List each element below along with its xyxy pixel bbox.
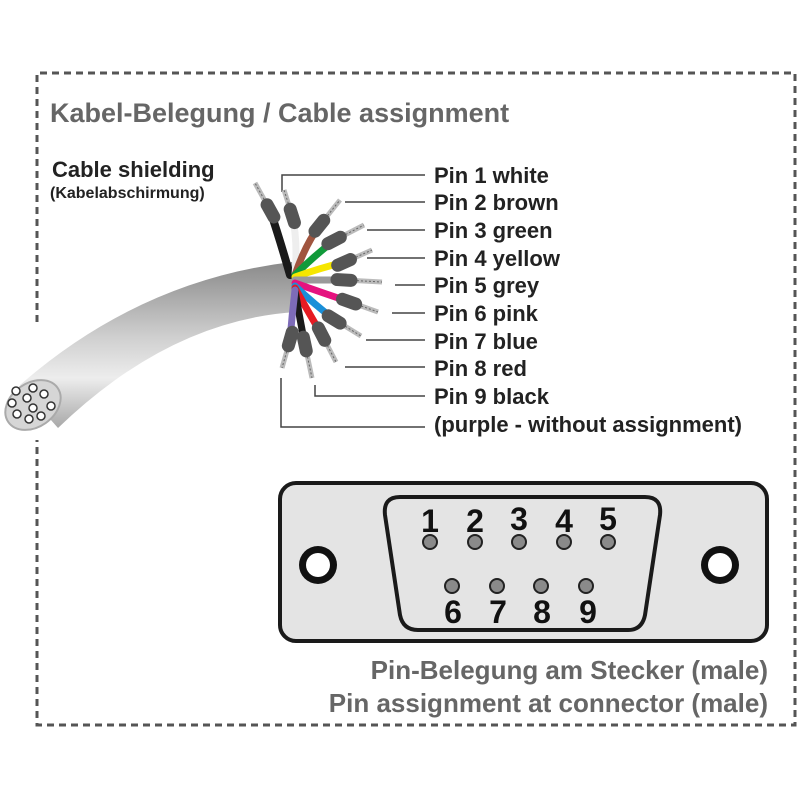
pin-number-8: 8 [533, 594, 551, 630]
ferrule-grey [330, 273, 383, 287]
mounting-hole-right [701, 546, 739, 584]
cable-body [20, 262, 296, 428]
ferrule-pink [335, 292, 379, 315]
pin-label-6: Pin 6 pink [434, 301, 538, 326]
pin-number-6: 6 [444, 594, 462, 630]
pin-number-4: 4 [555, 503, 573, 539]
cable-core-holes [7, 383, 56, 424]
pin-label-3: Pin 3 green [434, 218, 553, 243]
dashed-frame [35, 71, 797, 727]
pin-label-1: Pin 1 white [434, 163, 549, 188]
ferrule-yellow [331, 247, 374, 272]
footer-line-german: Pin-Belegung am Stecker (male) [370, 655, 768, 685]
connector-d-sub [382, 495, 663, 632]
ferrule-white [281, 189, 301, 230]
leader-lines [280, 174, 425, 428]
shielding-sublabel: (Kabelabschirmung) [50, 185, 205, 202]
ferrules [252, 181, 383, 379]
footer-line-english: Pin assignment at connector (male) [328, 688, 768, 718]
pin-number-1: 1 [421, 503, 439, 539]
ferrule-shield [252, 181, 281, 224]
pin-number-7: 7 [489, 594, 507, 630]
pin-label-4: Pin 4 yellow [434, 246, 560, 271]
ferrule-green [321, 222, 366, 251]
pin-number-3: 3 [510, 501, 528, 537]
connector-pins [422, 534, 616, 594]
pin-label-7: Pin 7 blue [434, 329, 538, 354]
ferrule-blue [321, 309, 363, 339]
pin-label-2: Pin 2 brown [434, 190, 559, 215]
pin-number-2: 2 [466, 503, 484, 539]
pin-number-5: 5 [599, 501, 617, 537]
unassigned-label: (purple - without assignment) [434, 412, 742, 437]
shielding-label: Cable shielding [52, 157, 215, 182]
diagram-title: Kabel-Belegung / Cable assignment [50, 98, 510, 128]
ferrule-black [296, 330, 315, 379]
pin-label-8: Pin 8 red [434, 356, 527, 381]
ferrule-purple [279, 325, 299, 369]
mounting-hole-left [299, 546, 337, 584]
ferrule-brown [308, 198, 342, 238]
pin-label-9: Pin 9 black [434, 384, 549, 409]
pin-label-5: Pin 5 grey [434, 273, 540, 298]
pin-number-9: 9 [579, 594, 597, 630]
ferrule-red [311, 321, 339, 364]
